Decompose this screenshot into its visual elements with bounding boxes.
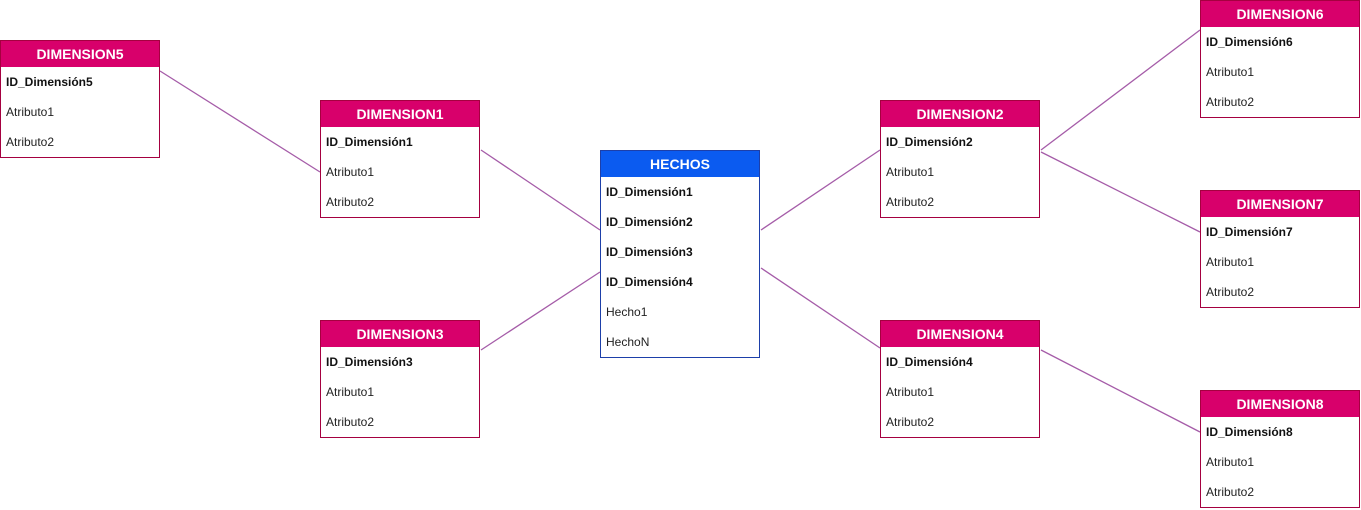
dimension1-attribute1: Atributo1 <box>326 165 375 179</box>
dimension7-table[interactable]: DIMENSION7 ID_Dimensión7 Atributo1 Atrib… <box>1200 190 1360 308</box>
dimension5-table[interactable]: DIMENSION5 ID_Dimensión5 Atributo1 Atrib… <box>0 40 160 158</box>
hechos-title: HECHOS <box>601 151 759 177</box>
connector-dimension5-dimension1 <box>159 70 321 173</box>
dimension6-key-field: ID_Dimensión6 <box>1206 35 1293 49</box>
dimension2-title: DIMENSION2 <box>881 101 1039 127</box>
dimension3-attribute2: Atributo2 <box>326 415 375 429</box>
dimension6-title: DIMENSION6 <box>1201 1 1359 27</box>
dimension5-key-field: ID_Dimensión5 <box>6 75 93 89</box>
dimension8-key-field: ID_Dimensión8 <box>1206 425 1293 439</box>
dimension6-attribute2: Atributo2 <box>1206 95 1255 109</box>
dimension1-attribute2: Atributo2 <box>326 195 375 209</box>
dimension6-attribute1: Atributo1 <box>1206 65 1255 79</box>
dimension4-attribute2: Atributo2 <box>886 415 935 429</box>
connector-dimension2-dimension6 <box>1040 29 1201 151</box>
dimension8-attribute2: Atributo2 <box>1206 485 1255 499</box>
dimension2-key-field: ID_Dimensión2 <box>886 135 973 149</box>
hechos-key-field-3: ID_Dimensión3 <box>606 245 693 259</box>
connector-hechos-dimension2 <box>760 149 881 231</box>
dimension4-table[interactable]: DIMENSION4 ID_Dimensión4 Atributo1 Atrib… <box>880 320 1040 438</box>
dimension2-attribute2: Atributo2 <box>886 195 935 209</box>
hechos-key-field-4: ID_Dimensión4 <box>606 275 693 289</box>
dimension5-attribute2: Atributo2 <box>6 135 55 149</box>
dimension1-table[interactable]: DIMENSION1 ID_Dimensión1 Atributo1 Atrib… <box>320 100 480 218</box>
dimension8-title: DIMENSION8 <box>1201 391 1359 417</box>
dimension7-key-field: ID_Dimensión7 <box>1206 225 1293 239</box>
dimension2-table[interactable]: DIMENSION2 ID_Dimensión2 Atributo1 Atrib… <box>880 100 1040 218</box>
hechos-measure-n: HechoN <box>606 335 650 349</box>
dimension1-title: DIMENSION1 <box>321 101 479 127</box>
dimension3-attribute1: Atributo1 <box>326 385 375 399</box>
dimension3-key-field: ID_Dimensión3 <box>326 355 413 369</box>
dimension7-attribute1: Atributo1 <box>1206 255 1255 269</box>
connector-hechos-dimension4 <box>760 267 881 349</box>
dimension6-table[interactable]: DIMENSION6 ID_Dimensión6 Atributo1 Atrib… <box>1200 0 1360 118</box>
connector-dimension2-dimension7 <box>1040 151 1201 233</box>
dimension8-attribute1: Atributo1 <box>1206 455 1255 469</box>
dimension7-title: DIMENSION7 <box>1201 191 1359 217</box>
hechos-table[interactable]: HECHOS ID_Dimensión1 ID_Dimensión2 ID_Di… <box>600 150 760 358</box>
hechos-measure-1: Hecho1 <box>606 305 648 319</box>
dimension4-title: DIMENSION4 <box>881 321 1039 347</box>
dimension1-key-field: ID_Dimensión1 <box>326 135 413 149</box>
dimension2-attribute1: Atributo1 <box>886 165 935 179</box>
dimension7-attribute2: Atributo2 <box>1206 285 1255 299</box>
dimension5-attribute1: Atributo1 <box>6 105 55 119</box>
connector-dimension1-hechos <box>480 149 601 231</box>
dimension4-attribute1: Atributo1 <box>886 385 935 399</box>
hechos-key-field-2: ID_Dimensión2 <box>606 215 693 229</box>
dimension3-table[interactable]: DIMENSION3 ID_Dimensión3 Atributo1 Atrib… <box>320 320 480 438</box>
dimension8-table[interactable]: DIMENSION8 ID_Dimensión8 Atributo1 Atrib… <box>1200 390 1360 508</box>
hechos-key-field-1: ID_Dimensión1 <box>606 185 693 199</box>
connector-dimension3-hechos <box>480 271 601 351</box>
dimension3-title: DIMENSION3 <box>321 321 479 347</box>
dimension4-key-field: ID_Dimensión4 <box>886 355 973 369</box>
connector-dimension4-dimension8 <box>1040 349 1201 433</box>
dimension5-title: DIMENSION5 <box>1 41 159 67</box>
